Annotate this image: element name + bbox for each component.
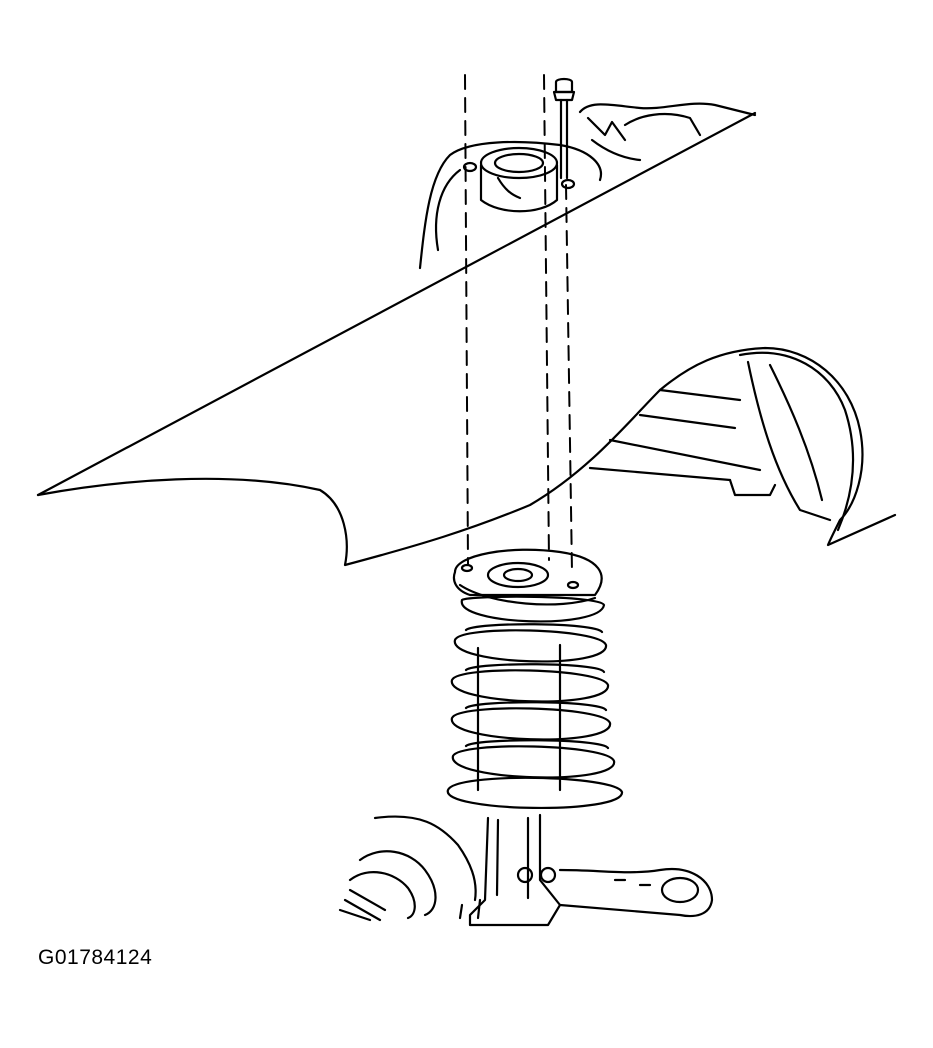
lower-strut-knuckle	[340, 815, 712, 925]
figure-id-label: G01784124	[38, 946, 153, 969]
coil-spring	[448, 597, 622, 808]
mounting-bolt	[554, 79, 574, 178]
fender-panel	[38, 113, 895, 565]
strut-tower	[420, 104, 755, 268]
alignment-dashed-lines	[465, 75, 572, 572]
upper-strut-mount	[454, 550, 602, 605]
